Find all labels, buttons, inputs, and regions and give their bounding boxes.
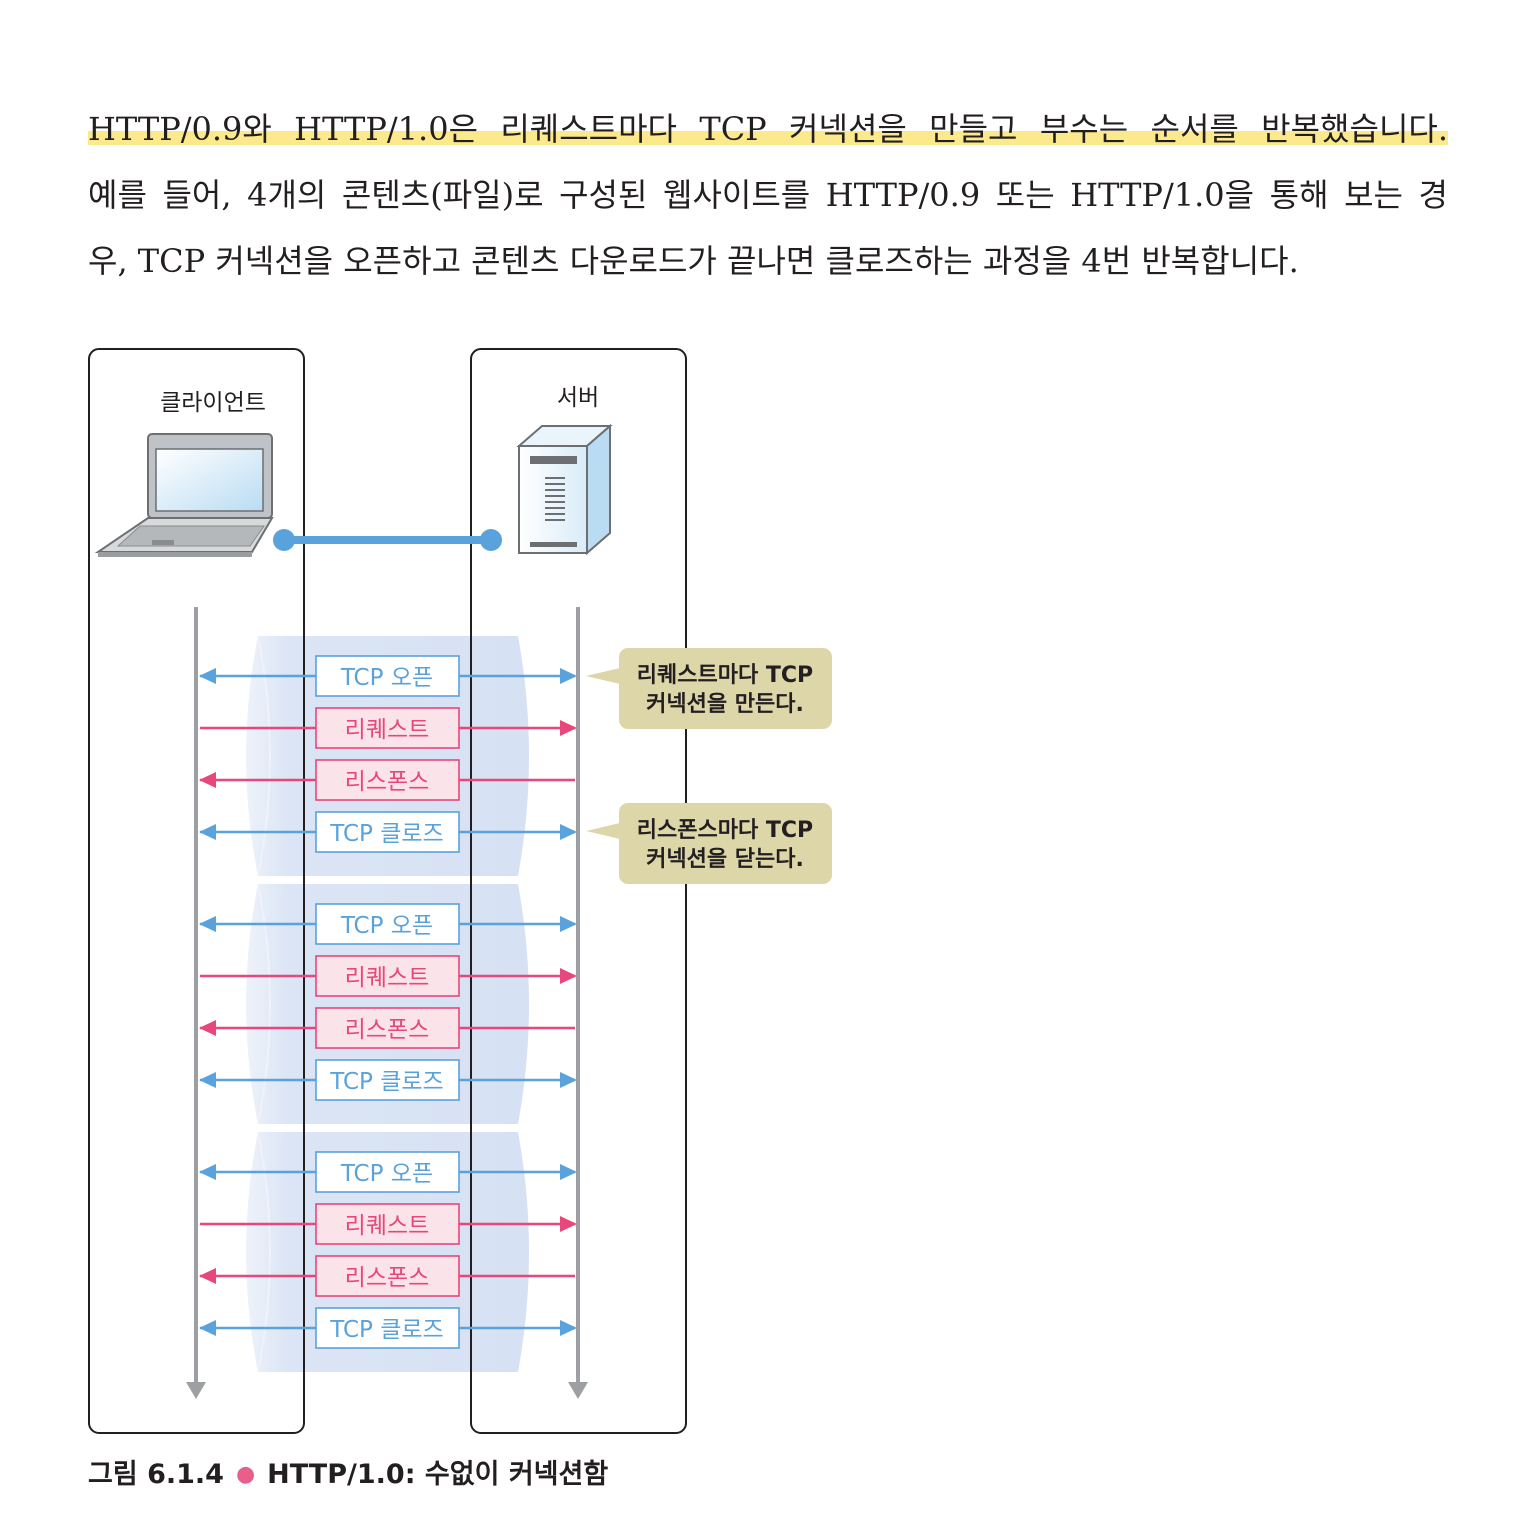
message-label: TCP 오픈 bbox=[340, 913, 433, 939]
callout-2-line-1: 리스폰스마다 TCP bbox=[637, 818, 813, 843]
arrow-left-icon bbox=[199, 1164, 216, 1180]
message-box bbox=[315, 1007, 460, 1049]
message-row: TCP 오픈 bbox=[199, 655, 577, 697]
paragraph-line-3: 우, TCP 커넥션을 오픈하고 콘텐츠 다운로드가 끝나면 클로즈하는 과정을… bbox=[88, 242, 1299, 280]
arrow-right-icon bbox=[560, 668, 577, 684]
caption-bullet-icon: ● bbox=[235, 1462, 256, 1487]
paragraph-line-2: 예를 들어, 4개의 콘텐츠(파일)로 구성된 웹사이트를 HTTP/0.9 또… bbox=[88, 176, 1448, 214]
arrow-left-icon bbox=[199, 668, 216, 684]
message-row: TCP 오픈 bbox=[199, 1151, 577, 1193]
arrow-left-icon bbox=[199, 1072, 216, 1088]
arrow-left-icon bbox=[199, 772, 216, 788]
arrow-right-icon bbox=[560, 1320, 577, 1336]
arrow-left-icon bbox=[199, 1020, 216, 1036]
arrow-right-icon bbox=[560, 968, 577, 984]
message-row: TCP 클로즈 bbox=[199, 811, 577, 853]
message-row: TCP 클로즈 bbox=[199, 1307, 577, 1349]
message-box bbox=[315, 903, 460, 945]
message-label: 리퀘스트 bbox=[345, 965, 430, 991]
figure-title: HTTP/1.0: 수없이 커넥션함 bbox=[267, 1459, 609, 1490]
message-box bbox=[315, 1203, 460, 1245]
message-label: 리스폰스 bbox=[345, 769, 430, 795]
server-label: 서버 bbox=[557, 385, 599, 411]
message-row: 리스폰스 bbox=[199, 1255, 575, 1297]
message-box bbox=[315, 707, 460, 749]
arrow-left-icon bbox=[199, 824, 216, 840]
body-paragraph: HTTP/0.9와 HTTP/1.0은 리퀘스트마다 TCP 커넥션을 만들고 … bbox=[88, 96, 1448, 294]
paragraph-line-1: HTTP/0.9와 HTTP/1.0은 리퀘스트마다 TCP 커넥션을 만들고 … bbox=[88, 96, 1448, 162]
arrow-right-icon bbox=[560, 824, 577, 840]
arrow-right-icon bbox=[560, 1164, 577, 1180]
server-timeline bbox=[568, 607, 588, 1399]
network-link bbox=[273, 529, 502, 551]
figure-caption: 그림 6.1.4 ● HTTP/1.0: 수없이 커넥션함 bbox=[88, 1452, 608, 1491]
arrow-left-icon bbox=[199, 1320, 216, 1336]
arrow-left-icon bbox=[199, 916, 216, 932]
message-label: TCP 클로즈 bbox=[329, 1069, 443, 1095]
laptop-icon bbox=[94, 433, 274, 557]
callout-close-per-response: 리스폰스마다 TCP 커넥션을 닫는다. bbox=[586, 803, 832, 884]
client-panel bbox=[88, 348, 305, 1434]
highlighted-sentence: HTTP/0.9와 HTTP/1.0은 리퀘스트마다 TCP 커넥션을 만들고 … bbox=[88, 110, 1448, 148]
callout-1-line-2: 커넥션을 만든다. bbox=[646, 692, 804, 717]
message-box bbox=[315, 1151, 460, 1193]
message-box bbox=[315, 655, 460, 697]
server-panel bbox=[470, 348, 687, 1434]
message-row: TCP 클로즈 bbox=[199, 1059, 577, 1101]
callout-2-line-2: 커넥션을 닫는다. bbox=[646, 847, 804, 872]
message-row: 리퀘스트 bbox=[200, 1203, 577, 1245]
arrow-right-icon bbox=[560, 720, 577, 736]
arrow-right-icon bbox=[560, 1216, 577, 1232]
message-row: 리스폰스 bbox=[199, 759, 575, 801]
message-box bbox=[315, 759, 460, 801]
client-label: 클라이언트 bbox=[160, 390, 266, 416]
arrow-right-icon bbox=[560, 916, 577, 932]
message-box bbox=[315, 1059, 460, 1101]
message-row: 리퀘스트 bbox=[200, 707, 577, 749]
figure-number: 그림 6.1.4 bbox=[88, 1459, 224, 1490]
server-tower-icon bbox=[516, 423, 613, 556]
message-label: TCP 클로즈 bbox=[329, 821, 443, 847]
arrow-left-icon bbox=[199, 1268, 216, 1284]
message-row: 리퀘스트 bbox=[200, 955, 577, 997]
callout-1-line-1: 리퀘스트마다 TCP bbox=[637, 663, 813, 688]
message-label: 리퀘스트 bbox=[345, 1213, 430, 1239]
message-row: 리스폰스 bbox=[199, 1007, 575, 1049]
message-label: TCP 오픈 bbox=[340, 665, 433, 691]
client-timeline bbox=[186, 607, 206, 1399]
message-label: TCP 오픈 bbox=[340, 1161, 433, 1187]
message-row: TCP 오픈 bbox=[199, 903, 577, 945]
callout-open-per-request: 리퀘스트마다 TCP 커넥션을 만든다. bbox=[586, 648, 832, 729]
message-box bbox=[315, 1255, 460, 1297]
message-label: 리스폰스 bbox=[345, 1017, 430, 1043]
message-label: TCP 클로즈 bbox=[329, 1317, 443, 1343]
message-box bbox=[315, 955, 460, 997]
message-box bbox=[315, 811, 460, 853]
message-label: 리퀘스트 bbox=[345, 717, 430, 743]
arrow-right-icon bbox=[560, 1072, 577, 1088]
message-label: 리스폰스 bbox=[345, 1265, 430, 1291]
message-box bbox=[315, 1307, 460, 1349]
